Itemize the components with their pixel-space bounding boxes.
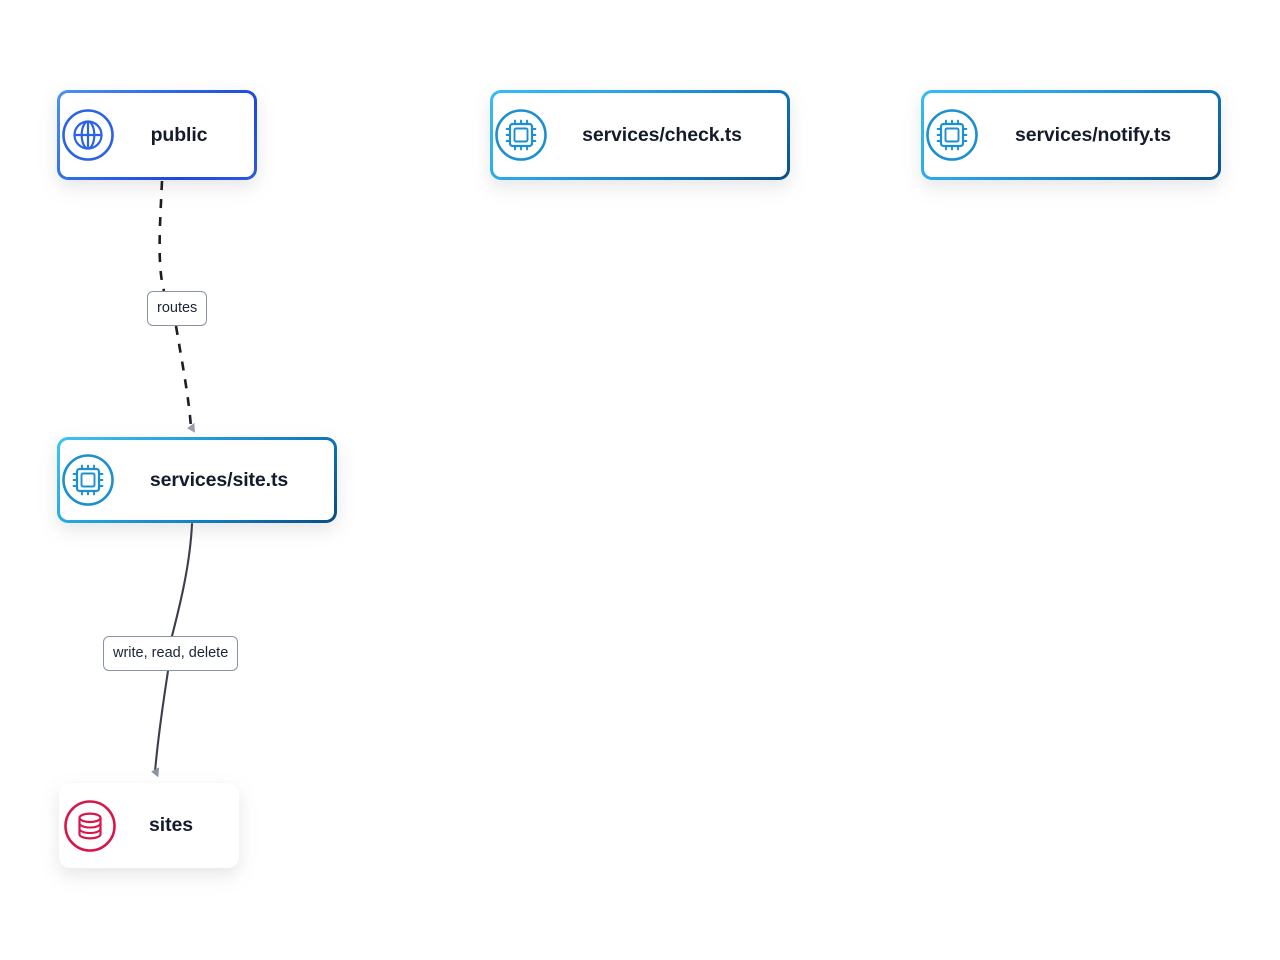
node-services-site-label: services/site.ts: [149, 468, 289, 491]
node-sites-body: sites: [62, 786, 236, 865]
node-services-notify-label: services/notify.ts: [1014, 123, 1172, 146]
node-public-label: public: [150, 123, 208, 146]
globe-icon: [60, 107, 116, 163]
edge-label-write-read-delete[interactable]: write, read, delete: [103, 636, 239, 671]
node-sites-label: sites: [149, 814, 193, 836]
chip-icon: [924, 107, 980, 163]
node-sites[interactable]: sites: [59, 783, 239, 868]
node-public[interactable]: public: [57, 90, 257, 180]
node-services-notify-body: services/notify.ts: [924, 93, 1218, 177]
database-icon: [62, 798, 118, 854]
node-services-site[interactable]: services/site.ts: [57, 437, 337, 523]
edge-label-routes[interactable]: routes: [147, 291, 208, 326]
chip-icon: [60, 452, 116, 508]
chip-icon: [493, 107, 549, 163]
node-public-body: public: [60, 93, 254, 177]
node-services-site-body: services/site.ts: [60, 440, 334, 520]
node-services-check[interactable]: services/check.ts: [490, 90, 790, 180]
node-services-notify[interactable]: services/notify.ts: [921, 90, 1221, 180]
node-services-check-body: services/check.ts: [493, 93, 787, 177]
node-services-check-label: services/check.ts: [582, 123, 742, 146]
